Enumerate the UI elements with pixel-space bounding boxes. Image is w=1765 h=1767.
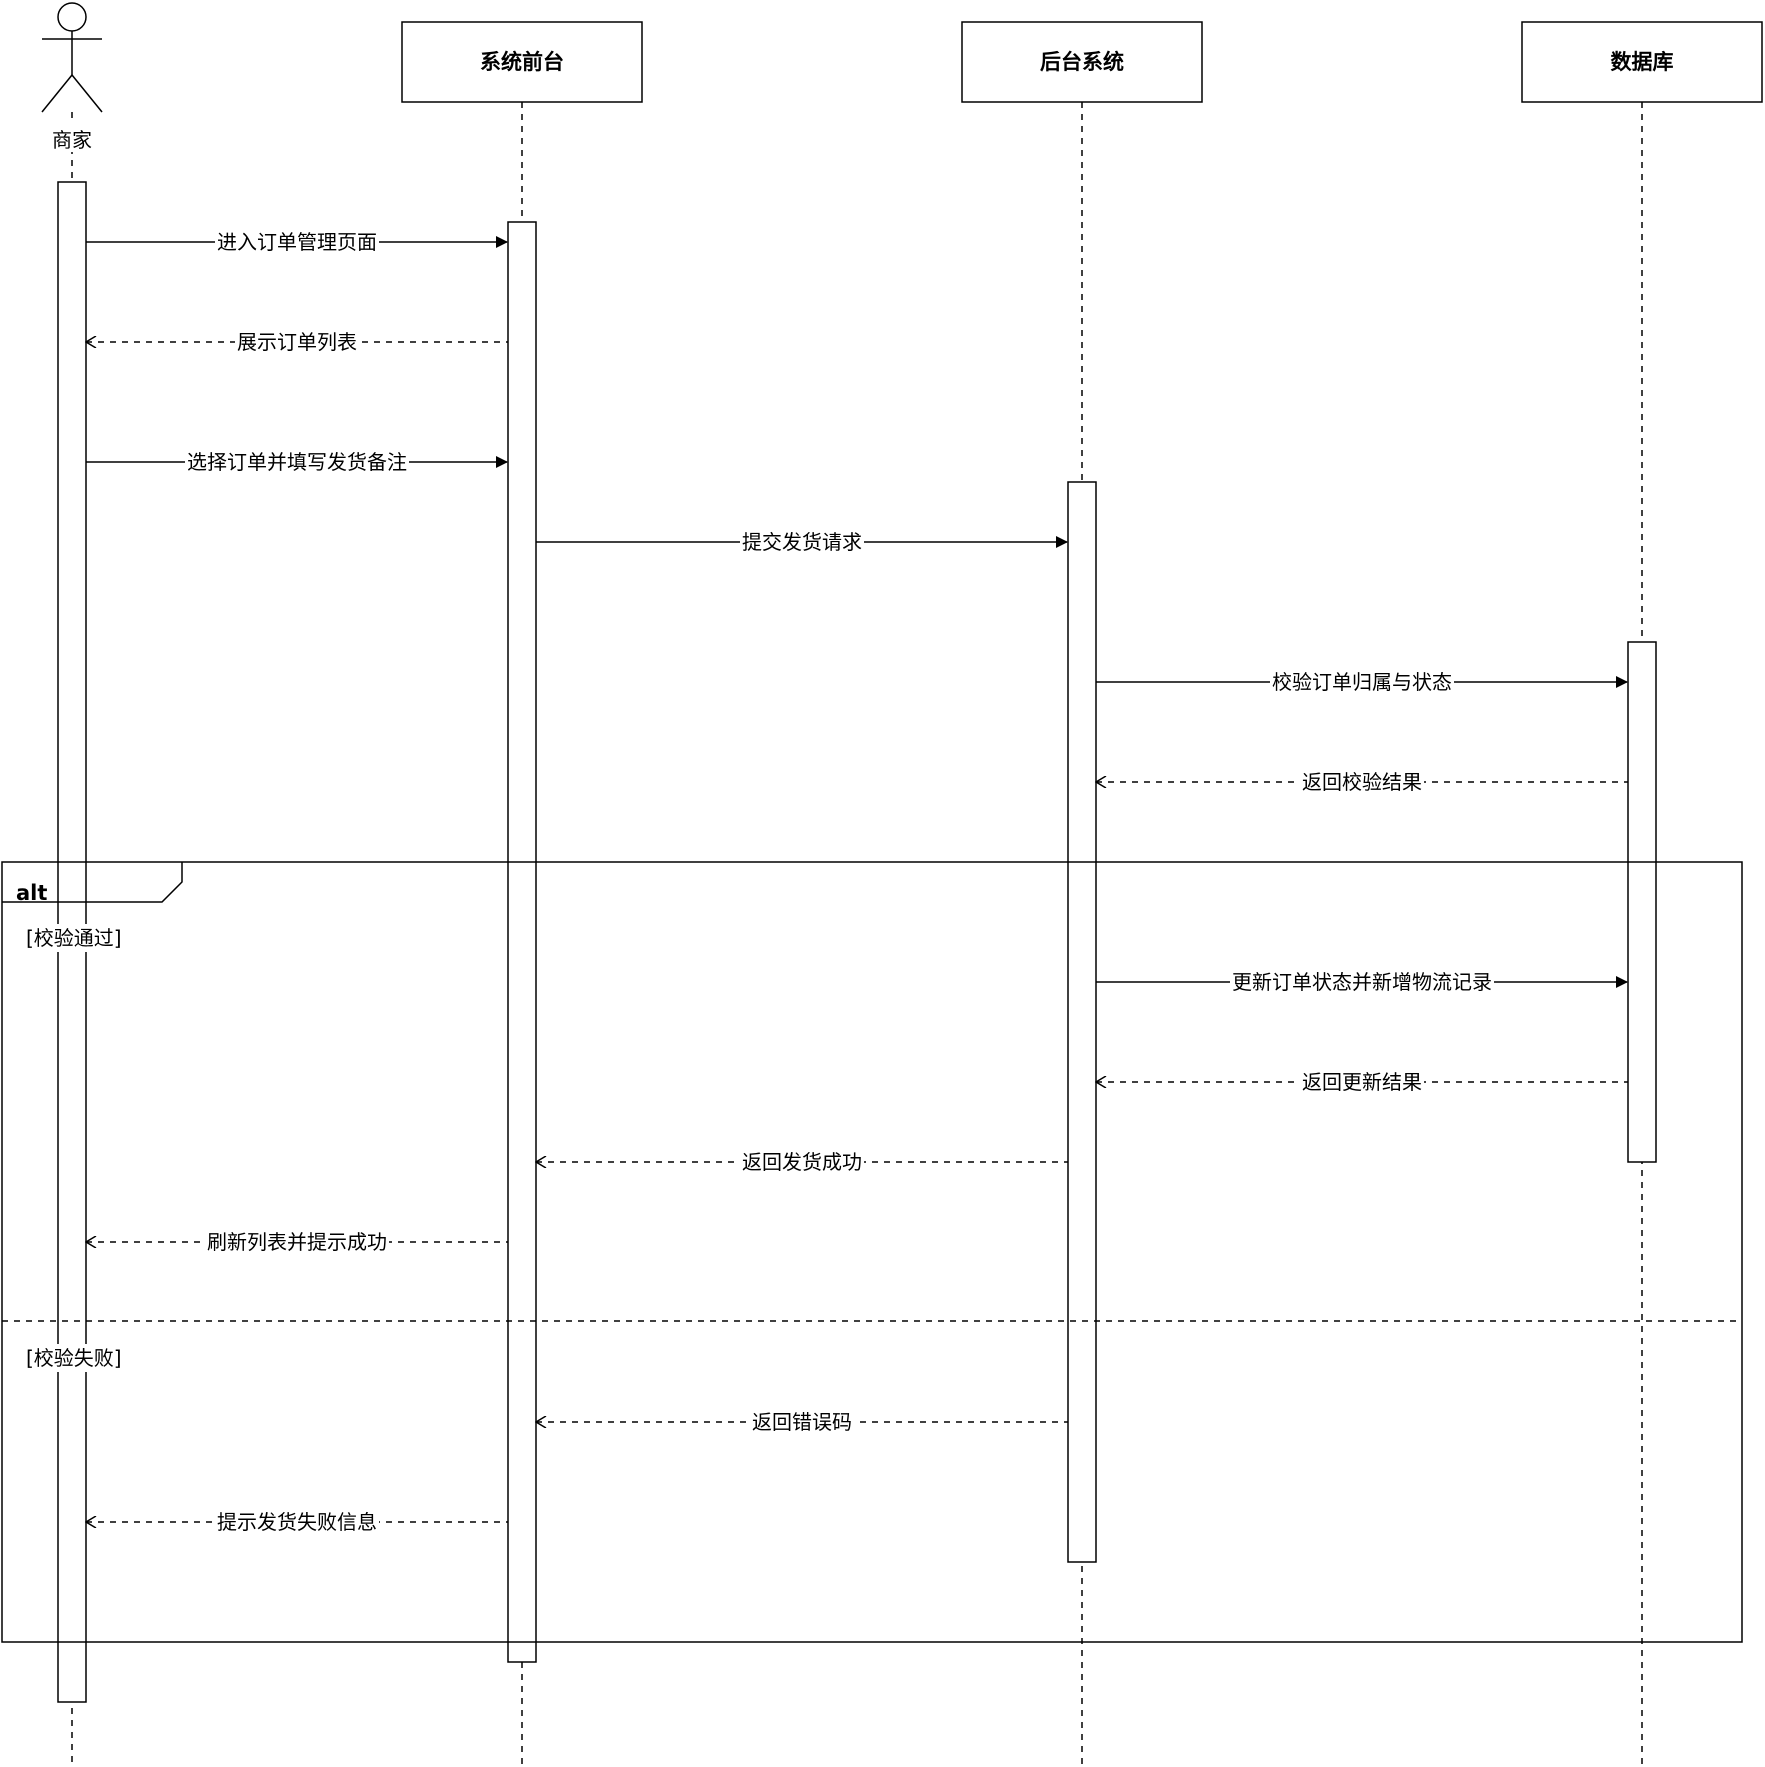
alt-frame-label: alt bbox=[16, 881, 47, 905]
message-label-bg bbox=[1270, 669, 1454, 695]
message-label: 返回更新结果 bbox=[1302, 1070, 1422, 1094]
message-label-bg bbox=[215, 229, 379, 255]
message-label: 返回发货成功 bbox=[742, 1150, 862, 1174]
message-label-bg bbox=[740, 529, 864, 555]
message-label-bg bbox=[185, 449, 409, 475]
message-label-bg bbox=[1230, 969, 1494, 995]
guard-success: [校验通过] bbox=[26, 926, 122, 950]
message-label: 更新订单状态并新增物流记录 bbox=[1232, 970, 1492, 994]
participant-label-frontend: 系统前台 bbox=[480, 50, 564, 74]
participant-label-database: 数据库 bbox=[1611, 50, 1674, 74]
message-label: 刷新列表并提示成功 bbox=[207, 1230, 387, 1254]
participant-box-backend bbox=[961, 21, 1203, 103]
activation-database bbox=[1627, 641, 1657, 1163]
message-label-bg bbox=[750, 1409, 854, 1435]
participant-box-frontend bbox=[401, 21, 643, 103]
message-label-bg bbox=[1300, 769, 1424, 795]
message-label-bg bbox=[740, 1149, 864, 1175]
message-label-bg bbox=[1300, 1069, 1424, 1095]
alt-frame bbox=[1, 861, 1743, 1643]
message-label: 返回错误码 bbox=[752, 1410, 852, 1434]
message-label: 提示发货失败信息 bbox=[217, 1510, 377, 1534]
message-label: 展示订单列表 bbox=[237, 330, 357, 354]
message-label: 校验订单归属与状态 bbox=[1272, 670, 1452, 694]
guard-failure: [校验失败] bbox=[26, 1346, 122, 1370]
activation-frontend bbox=[507, 221, 537, 1663]
actor-icon bbox=[41, 2, 103, 113]
message-label-bg bbox=[215, 1509, 379, 1535]
message-label-bg bbox=[235, 329, 359, 355]
actor-label: 商家 bbox=[52, 128, 92, 152]
message-label-bg bbox=[205, 1229, 389, 1255]
messages: 进入订单管理页面展示订单列表选择订单并填写发货备注提交发货请求校验订单归属与状态… bbox=[86, 229, 1628, 1535]
message-label: 选择订单并填写发货备注 bbox=[187, 450, 407, 474]
message-label: 进入订单管理页面 bbox=[217, 230, 377, 254]
message-label: 提交发货请求 bbox=[742, 530, 862, 554]
participant-box-database bbox=[1521, 21, 1763, 103]
participant-label-backend: 后台系统 bbox=[1040, 50, 1124, 74]
activation-backend bbox=[1067, 481, 1097, 1563]
alt-frame-tab bbox=[2, 862, 183, 903]
message-label: 返回校验结果 bbox=[1302, 770, 1422, 794]
